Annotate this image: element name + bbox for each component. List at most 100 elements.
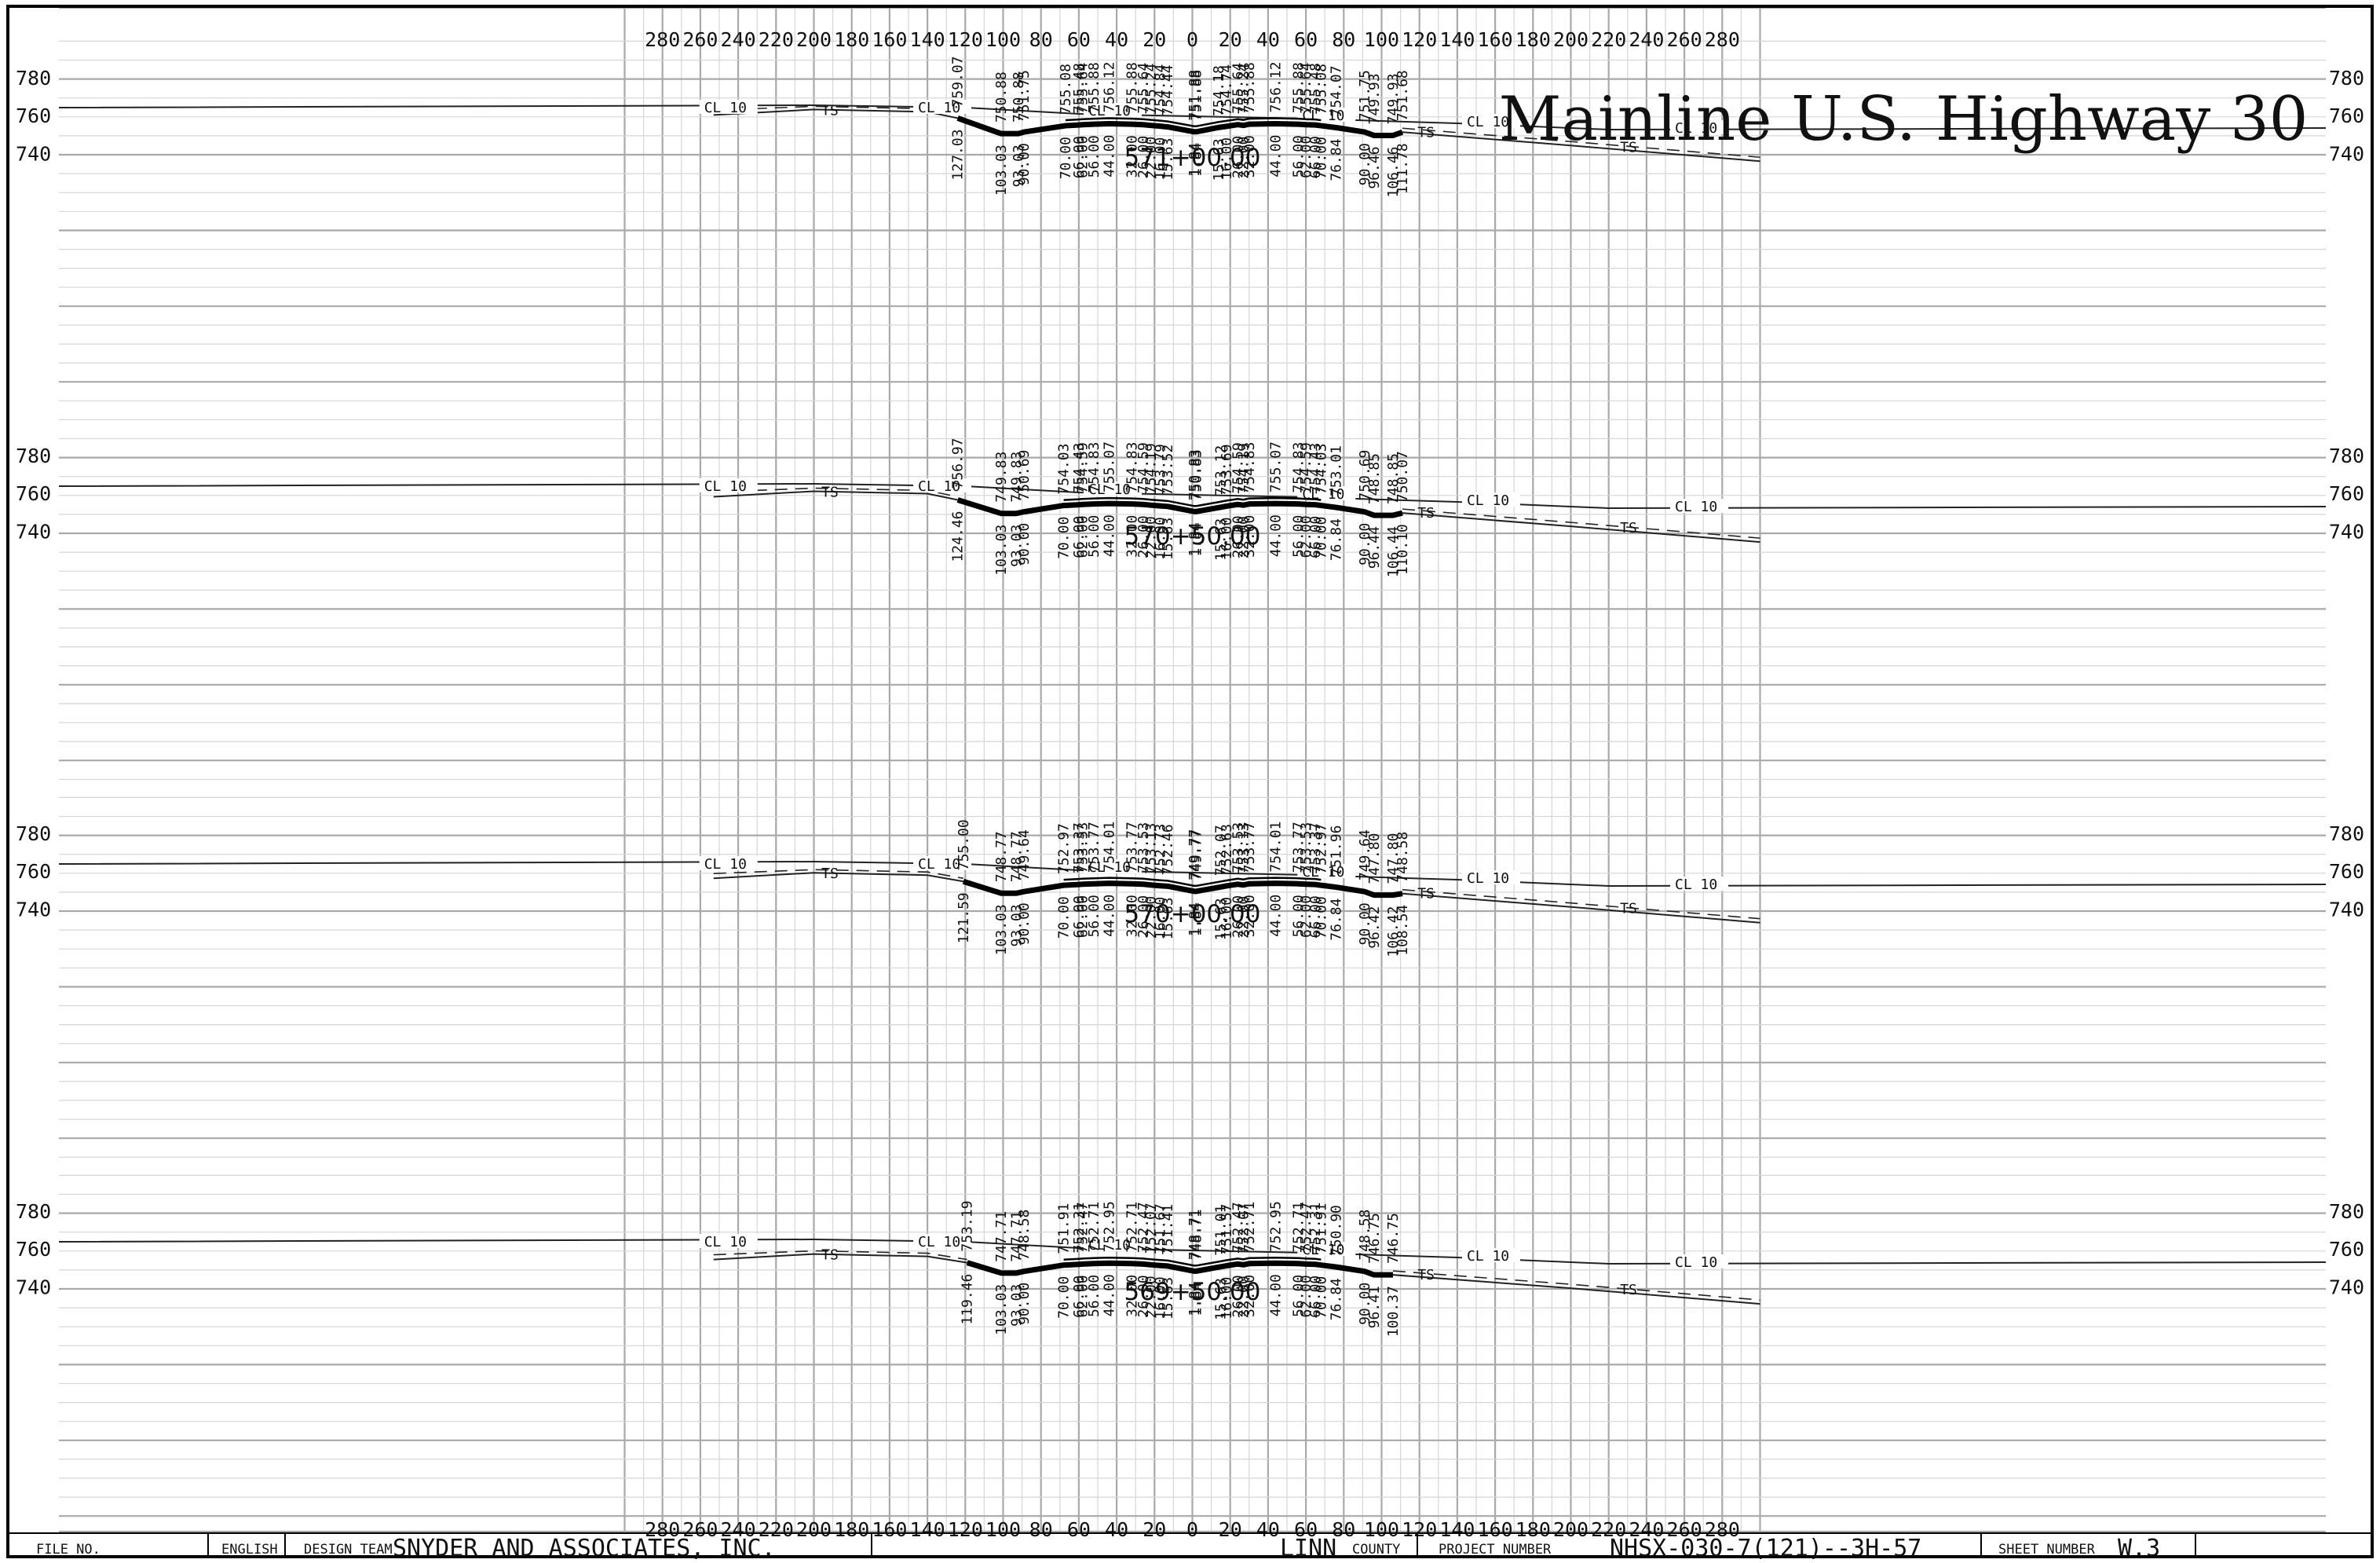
offset-tick-label: 60: [1067, 28, 1091, 51]
elevation-annotation: 755.00: [956, 819, 972, 870]
elevation-annotation: 748.85: [1385, 453, 1402, 504]
offset-tick-label: 140: [910, 1518, 945, 1541]
elevation-label: 780: [2329, 67, 2364, 90]
elevation-annotation: 754.84: [1153, 64, 1169, 115]
cl-line: [58, 482, 2327, 510]
proposed-surface: [966, 1260, 1393, 1278]
offset-annotation: 119.46: [960, 1274, 976, 1325]
sheet-number: W.3: [2118, 1535, 2160, 1562]
elevation-annotation: 750.88: [1011, 71, 1027, 123]
cl-label: CL 10: [1675, 877, 1717, 893]
elevation-annotation: 754.59: [1230, 442, 1246, 493]
elevation-label: 760: [16, 104, 51, 127]
elevation-annotation: 753.13: [1236, 823, 1252, 874]
elevation-annotation: 748.71: [1188, 1209, 1205, 1260]
offset-annotation: 70.00: [1058, 137, 1074, 179]
ts-label: TS: [821, 102, 839, 119]
offset-annotation: 90.00: [1357, 523, 1373, 566]
elevation-annotation: 751.01: [1213, 1205, 1230, 1256]
offset-annotation: 66.00: [1307, 895, 1324, 938]
ts-label: TS: [1620, 139, 1637, 156]
existing-ground-left: TS: [713, 866, 964, 883]
pavement-top: [1063, 496, 1322, 507]
offset-tick-label: 220: [759, 28, 794, 51]
elevation-annotation: 751.96: [1329, 825, 1345, 877]
elevation-annotation: 753.53: [1135, 822, 1152, 873]
offset-tick-label: 160: [1478, 28, 1513, 51]
offset-annotation: 32.00: [1241, 1275, 1258, 1317]
offset-tick-label: 20: [1219, 1518, 1242, 1541]
offset-annotation: 32.00: [1241, 895, 1258, 937]
cl-label-bg: [1670, 499, 1729, 513]
offset-annotation: 103.03: [993, 525, 1010, 576]
elevation-annotation: 755.24: [1142, 64, 1159, 115]
offset-annotation: 93.03: [1011, 145, 1027, 187]
elevation-annotation: 755.48: [1071, 63, 1088, 114]
offset-annotation: 16.00: [1219, 517, 1235, 559]
offset-annotation: 56.00: [1086, 1275, 1102, 1317]
offset-annotation: 103.03: [993, 1284, 1010, 1335]
elevation-annotation: 753.53: [1298, 822, 1314, 873]
offset-annotation: 56.00: [1086, 515, 1102, 558]
offset-annotation: 93.03: [1008, 1284, 1025, 1327]
offset-annotation: 15.63: [1211, 138, 1227, 181]
elevation-annotation: 755.88: [1124, 62, 1140, 113]
offset-tick-label: 200: [1553, 1518, 1588, 1541]
ground-line: [1402, 892, 1760, 924]
ts-label: TS: [1620, 520, 1637, 536]
elevation-label: 760: [16, 482, 51, 505]
offset-annotation: 1.84: [1186, 1282, 1203, 1316]
cl-label-bg: [1461, 492, 1520, 507]
ground-line: [1402, 512, 1760, 544]
elevation-annotation: 752.07: [1142, 1202, 1159, 1254]
cl-label-bg: [1297, 1242, 1356, 1256]
cl-label-bg: [1297, 864, 1356, 878]
offset-annotation: 66.00: [1307, 516, 1324, 558]
elevation-label: 740: [16, 898, 51, 921]
elevation-annotation: 753.53: [1230, 822, 1246, 873]
ground-line: [713, 108, 958, 119]
elevation-annotation: 753.77: [1290, 822, 1307, 873]
offset-tick-label: 120: [1402, 1518, 1437, 1541]
ts-label: TS: [1417, 505, 1435, 522]
elevation-annotation: 748.77: [993, 831, 1010, 882]
offset-annotation: 90.00: [1016, 143, 1033, 185]
elevation-label: 760: [2329, 860, 2364, 883]
offset-annotation: 15.63: [1213, 898, 1230, 940]
elevation-annotation: 752.71: [1124, 1202, 1140, 1253]
offset-tick-label: 180: [1515, 1518, 1551, 1541]
offset-annotation: 62.00: [1298, 1275, 1314, 1317]
offset-tick-label: 140: [1439, 1518, 1475, 1541]
elevation-annotation: 755.48: [1307, 63, 1324, 114]
offset-tick-label: 160: [872, 28, 907, 51]
elevation-annotation: 754.83: [1124, 442, 1140, 493]
pavement-top: [1063, 877, 1322, 888]
elevation-label: 780: [16, 445, 51, 467]
offset-annotation: 16.00: [1153, 1276, 1169, 1319]
elevation-annotation: 748.58: [1395, 832, 1411, 883]
offset-annotation: 56.00: [1086, 895, 1102, 937]
offset-annotation: 121.59: [956, 892, 972, 943]
offset-annotation: 56.00: [1290, 515, 1307, 558]
cl-label-bg: [1670, 1254, 1729, 1268]
elevation-annotation: 752.95: [1101, 1201, 1117, 1252]
cl-label-bg: [913, 478, 972, 492]
elevation-annotation: 754.18: [1211, 65, 1227, 116]
sheet-title: Mainline U.S. Highway 30: [1499, 84, 2309, 155]
elevation-annotation: 754.01: [1101, 822, 1117, 873]
elevation-annotation: 752.63: [1219, 824, 1235, 875]
cl-label: CL 10: [918, 856, 960, 873]
elevation-annotation: 750.69: [1016, 450, 1033, 501]
cl-label: CL 10: [1467, 1248, 1509, 1265]
section-annotations: 759.07127.03750.88103.03750.8893.03751.7…: [950, 56, 1411, 197]
offset-tick-label: 80: [1029, 1518, 1053, 1541]
project-number-label: PROJECT NUMBER: [1439, 1542, 1552, 1558]
cl-label: CL 10: [1088, 859, 1131, 876]
offset-annotation: 15.63: [1160, 138, 1176, 181]
elevation-annotation: 748.71: [1186, 1209, 1203, 1260]
offset-annotation: 106.46: [1385, 146, 1402, 197]
elevation-annotation: 751.88: [1188, 70, 1205, 121]
